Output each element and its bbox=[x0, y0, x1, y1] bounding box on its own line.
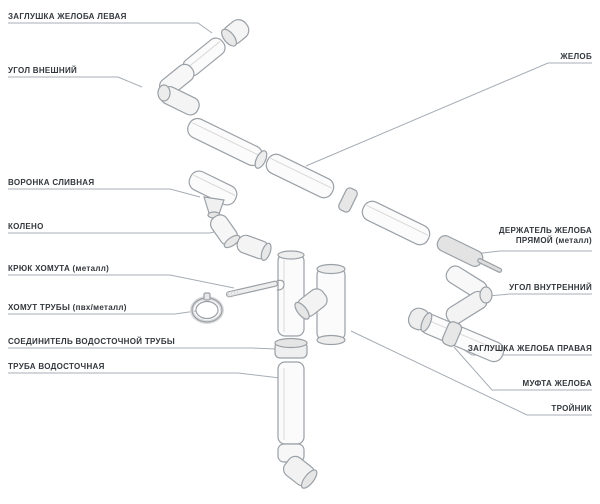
leader-inner-corner bbox=[487, 293, 592, 297]
gutter-section-c-drawing bbox=[361, 200, 431, 246]
leader-outer-corner bbox=[8, 76, 143, 88]
elbow-drawing bbox=[209, 214, 241, 249]
label-downpipe: ТРУБА ВОДОСТОЧНАЯ bbox=[8, 362, 105, 371]
downpipe-connector-drawing bbox=[274, 337, 308, 359]
label-gutter: ЖЕЛОБ bbox=[560, 52, 592, 61]
leader-clamp-hook bbox=[8, 274, 235, 289]
label-elbow: КОЛЕНО bbox=[8, 222, 44, 231]
downpipe-drawing bbox=[277, 361, 305, 445]
outlet-elbow-drawing bbox=[277, 443, 318, 489]
outer-corner-drawing bbox=[157, 63, 200, 116]
downpipe-upper-drawing bbox=[277, 250, 305, 337]
leader-gutter-coupling bbox=[453, 346, 592, 391]
leader-gutter bbox=[305, 62, 592, 167]
leader-drain-funnel bbox=[8, 188, 201, 198]
leader-gutter-holder bbox=[473, 250, 592, 255]
label-pipe-clamp: ХОМУТ ТРУБЫ (пвх/металл) bbox=[8, 303, 127, 312]
gutter-end-cap-right-drawing bbox=[407, 307, 433, 333]
label-gutter-coupling: МУФТА ЖЕЛОБА bbox=[522, 379, 592, 388]
tee-drawing bbox=[294, 263, 346, 346]
pipe-clamp-drawing bbox=[190, 292, 224, 324]
gutter-section-a-drawing bbox=[187, 117, 268, 169]
gutter-holder-drawing bbox=[436, 235, 503, 273]
label-gutter-end-cap-right: ЗАГЛУШКА ЖЕЛОБА ПРАВАЯ bbox=[467, 344, 592, 353]
label-drain-funnel: ВОРОНКА СЛИВНАЯ bbox=[8, 178, 95, 187]
leader-gutter-end-cap-left bbox=[8, 22, 213, 34]
gutter-section-b-drawing bbox=[265, 153, 335, 199]
gutter-end-cap-left-drawing bbox=[221, 19, 250, 47]
leader-downpipe bbox=[8, 372, 281, 379]
label-gutter-end-cap-left: ЗАГЛУШКА ЖЕЛОБА ЛЕВАЯ bbox=[8, 12, 127, 21]
gutter-clip-drawing bbox=[338, 187, 358, 213]
label-inner-corner: УГОЛ ВНУТРЕННИЙ bbox=[509, 283, 592, 292]
label-downpipe-connector: СОЕДИНИТЕЛЬ ВОДОСТОЧНОЙ ТРУБЫ bbox=[8, 337, 175, 346]
leader-lines bbox=[8, 22, 592, 416]
leader-downpipe-connector bbox=[8, 347, 278, 350]
label-tee: ТРОЙНИК bbox=[551, 404, 592, 413]
inner-corner-drawing bbox=[445, 265, 493, 325]
leader-pipe-clamp bbox=[8, 310, 197, 315]
label-gutter-holder-straight: ДЕРЖАТЕЛЬ ЖЕЛОБА ПРЯМОЙ (металл) bbox=[498, 226, 592, 245]
leader-tee bbox=[350, 330, 592, 416]
label-clamp-hook: КРЮК ХОМУТА (металл) bbox=[8, 264, 110, 273]
clamp-hook-drawing bbox=[226, 279, 285, 298]
elbow-2-drawing bbox=[236, 234, 272, 261]
label-outer-corner: УГОЛ ВНЕШНИЙ bbox=[8, 66, 78, 75]
drain-funnel-drawing bbox=[188, 170, 238, 219]
gutter-coupling-drawing bbox=[441, 321, 463, 347]
